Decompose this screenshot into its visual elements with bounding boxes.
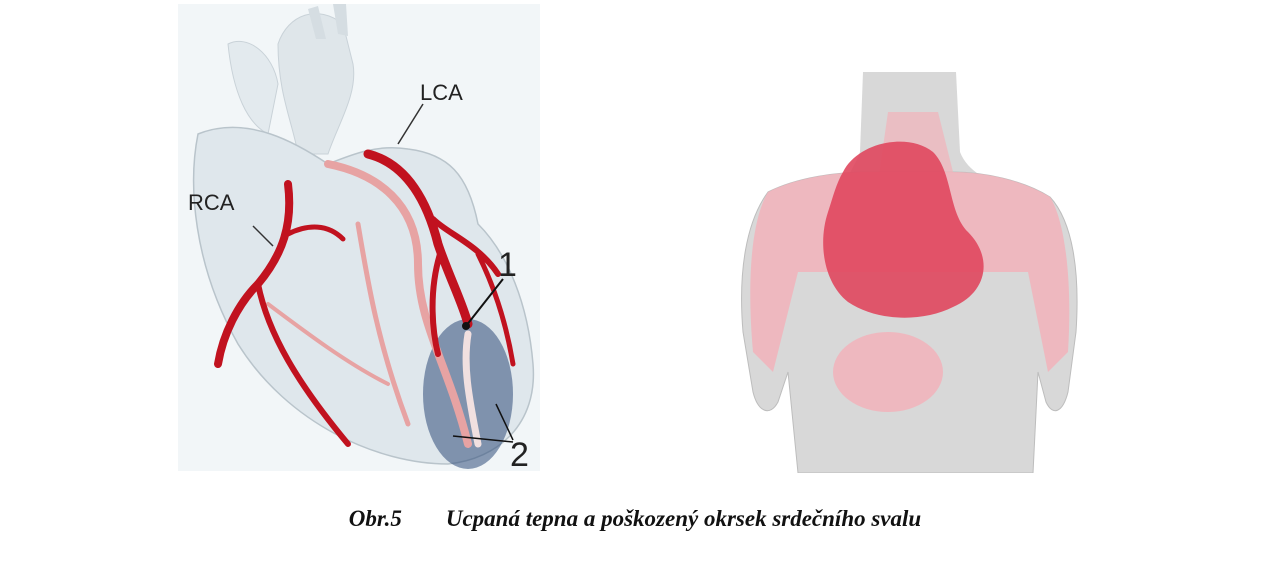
label-rca: RCA	[188, 190, 235, 215]
label-point-2: 2	[510, 436, 529, 471]
figure-caption: Obr.5 Ucpaná tepna a poškozený okrsek srd…	[0, 506, 1270, 532]
heart-drawing: LCA RCA 1 2	[178, 4, 540, 471]
left-atrium	[228, 41, 278, 134]
torso-illustration	[728, 72, 1091, 473]
occlusion-point	[462, 322, 470, 330]
figure-number: Obr.5	[349, 506, 402, 532]
figure-caption-text: Ucpaná tepna a poškozený okrsek srdečníh…	[446, 506, 921, 531]
label-point-1: 1	[498, 246, 517, 284]
lca-pointer	[398, 104, 423, 144]
pain-area-abdomen	[833, 332, 943, 412]
label-lca: LCA	[420, 80, 463, 105]
heart-illustration: LCA RCA 1 2	[178, 4, 540, 471]
torso-drawing	[728, 72, 1091, 473]
